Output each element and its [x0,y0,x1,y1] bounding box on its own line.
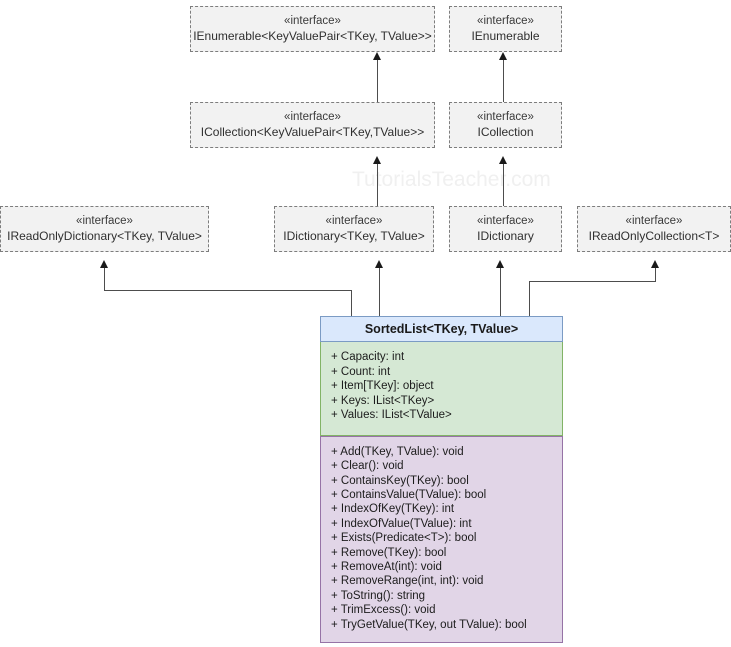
method-item: + TrimExcess(): void [331,604,436,617]
interface-ienumerable-kvp[interactable]: «interface» IEnumerable<KeyValuePair<TKe… [190,6,435,52]
property-item: + Item[TKey]: object [331,380,434,393]
interface-name: IReadOnlyDictionary<TKey, TValue> [7,229,202,243]
method-item: + ToString(): string [331,589,426,602]
property-item: + Capacity: int [331,351,405,364]
stereotype-label: «interface» [76,215,133,227]
interface-ienumerable[interactable]: «interface» IEnumerable [449,6,562,52]
method-item: + Remove(TKey): bool [331,546,447,559]
interface-icollection[interactable]: «interface» ICollection [449,102,562,148]
arrow-head-up [372,52,381,60]
connector-icollection-to-ienumerable [503,60,504,102]
property-item: + Count: int [331,365,391,378]
interface-icollection-kvp[interactable]: «interface» ICollection<KeyValuePair<TKe… [190,102,435,148]
interface-name: ICollection [477,125,534,139]
method-item: + IndexOfValue(TValue): int [331,517,472,530]
arrow-head-up [372,156,381,164]
connector-idictionary-to-icollection [503,164,504,206]
interface-name: ICollection<KeyValuePair<TKey,TValue>> [200,125,425,139]
arrow-head-up [495,260,504,268]
interface-ireadonlydictionary[interactable]: «interface» IReadOnlyDictionary<TKey, TV… [0,206,209,252]
interface-idictionary-generic[interactable]: «interface» IDictionary<TKey, TValue> [274,206,434,252]
connector-sortedlist-to-ireadonlycollection-seg-up [655,268,656,282]
method-item: + IndexOfKey(TKey): int [331,503,455,516]
arrow-head-up [498,52,507,60]
method-item: + RemoveAt(int): void [331,560,442,573]
stereotype-label: «interface» [625,215,683,227]
stereotype-label: «interface» [284,111,341,123]
stereotype-label: «interface» [477,111,534,123]
interface-name: IDictionary<TKey, TValue> [283,229,425,243]
interface-name: IEnumerable [471,29,540,43]
connector-sortedlist-to-idictionarygeneric [379,268,380,316]
method-item: + TryGetValue(TKey, out TValue): bool [331,618,527,631]
interface-name: IDictionary [477,229,534,243]
connector-sortedlist-to-idictionary [500,268,501,316]
property-item: + Values: IList<TValue> [331,409,452,422]
interface-ireadonlycollection[interactable]: «interface» IReadOnlyCollection<T> [577,206,731,252]
class-methods-compartment: + Add(TKey, TValue): void + Clear(): voi… [320,435,563,643]
property-item: + Keys: IList<TKey> [331,394,435,407]
connector-icollectionkvp-to-ienumerablekvp [377,60,378,102]
stereotype-label: «interface» [477,215,534,227]
class-name: SortedList<TKey, TValue> [320,316,563,343]
interface-name: IReadOnlyCollection<T> [588,229,720,243]
connector-sortedlist-to-ireadonlydictionary-seg-down [351,290,352,316]
arrow-head-up [650,260,659,268]
interface-name: IEnumerable<KeyValuePair<TKey, TValue>> [193,29,432,43]
stereotype-label: «interface» [477,15,534,27]
interface-idictionary[interactable]: «interface» IDictionary [449,206,562,252]
method-item: + RemoveRange(int, int): void [331,575,484,588]
connector-idictionarygeneric-to-icollectionkvp [377,164,378,206]
class-properties-compartment: + Capacity: int + Count: int + Item[TKey… [320,342,563,436]
arrow-head-up [374,260,383,268]
connector-sortedlist-to-ireadonlydictionary-seg-horizontal [104,290,352,291]
stereotype-label: «interface» [325,215,383,227]
method-item: + ContainsKey(TKey): bool [331,474,469,487]
class-box-sortedlist[interactable]: SortedList<TKey, TValue> + Capacity: int… [320,316,563,643]
watermark: TutorialsTeacher.com [352,168,551,191]
connector-sortedlist-to-ireadonlycollection-seg-down [529,281,530,316]
connector-sortedlist-to-ireadonlycollection-seg-horizontal [529,281,655,282]
connector-sortedlist-to-ireadonlydictionary-seg-up [104,268,105,291]
arrow-head-up [498,156,507,164]
method-item: + Add(TKey, TValue): void [331,445,464,458]
method-item: + Clear(): void [331,460,404,473]
method-item: + ContainsValue(TValue): bool [331,488,487,501]
stereotype-label: «interface» [284,15,341,27]
arrow-head-up [99,260,108,268]
method-item: + Exists(Predicate<T>): bool [331,532,477,545]
